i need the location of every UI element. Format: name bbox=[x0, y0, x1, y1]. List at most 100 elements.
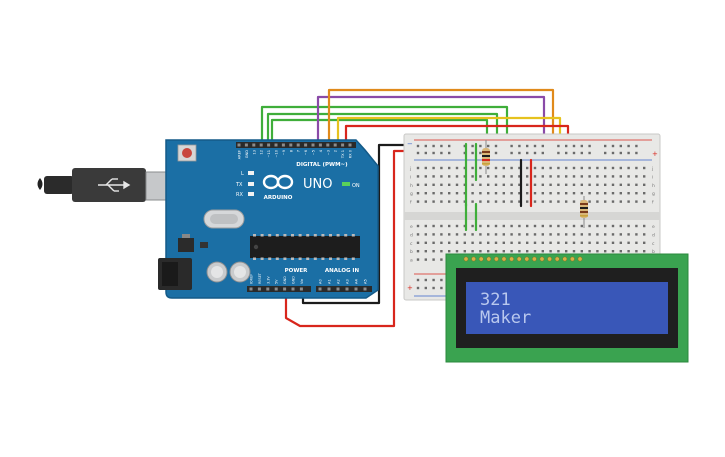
digital-pin-hole[interactable] bbox=[333, 143, 337, 147]
lcd-pin[interactable] bbox=[562, 256, 568, 262]
digital-pin-hole[interactable] bbox=[252, 143, 256, 147]
usb-cable-end bbox=[37, 178, 43, 190]
regulator-tab bbox=[182, 234, 190, 238]
row-letter: d bbox=[410, 232, 413, 238]
resistor-1[interactable] bbox=[482, 140, 490, 174]
power-pin-hole[interactable] bbox=[274, 287, 278, 291]
digital-pin-hole[interactable] bbox=[244, 143, 248, 147]
digital-pin-hole[interactable] bbox=[281, 143, 285, 147]
lcd-pin[interactable] bbox=[547, 256, 552, 262]
power-pin-hole[interactable] bbox=[249, 287, 253, 291]
digital-pin-hole[interactable] bbox=[304, 143, 308, 147]
digital-pin-label: 4 bbox=[319, 149, 323, 152]
rail-plus-top: + bbox=[652, 150, 658, 158]
lcd-pin[interactable] bbox=[554, 256, 560, 262]
lcd-pin[interactable] bbox=[524, 256, 530, 262]
resistor-2[interactable] bbox=[580, 196, 588, 228]
lcd-screen bbox=[466, 282, 668, 334]
lcd-pin[interactable] bbox=[478, 256, 484, 262]
led-tx-label: TX bbox=[235, 182, 243, 188]
lcd-header-pins bbox=[463, 256, 583, 262]
lcd-pin[interactable] bbox=[471, 256, 476, 262]
usb-icon bbox=[98, 178, 131, 192]
digital-pin-hole[interactable] bbox=[237, 143, 241, 147]
lcd-pin[interactable] bbox=[539, 256, 545, 262]
digital-pin-hole[interactable] bbox=[326, 143, 330, 147]
lcd-pin[interactable] bbox=[494, 256, 499, 262]
digital-pin-hole[interactable] bbox=[341, 143, 345, 147]
digital-pin-hole[interactable] bbox=[318, 143, 322, 147]
chip-pins bbox=[253, 234, 355, 260]
digital-pin-label: AREF bbox=[238, 150, 242, 159]
led-tx bbox=[248, 182, 254, 186]
row-letter: i bbox=[410, 174, 411, 180]
analog-pin-label: A0 bbox=[319, 279, 323, 284]
analog-pin-hole[interactable] bbox=[336, 287, 340, 291]
analog-pin-hole[interactable] bbox=[345, 287, 349, 291]
wire-red-5v[interactable] bbox=[284, 149, 423, 328]
led-l bbox=[248, 171, 254, 175]
analog-pin-label: A4 bbox=[355, 279, 359, 284]
power-pin-hole[interactable] bbox=[291, 287, 295, 291]
row-letter: i bbox=[652, 174, 653, 180]
ic-socket bbox=[250, 236, 360, 258]
power-header-strip bbox=[247, 286, 311, 292]
analog-pin-label: A1 bbox=[328, 279, 332, 284]
power-header-label: POWER bbox=[285, 268, 309, 274]
voltage-regulator bbox=[178, 238, 194, 252]
usb-strain-relief bbox=[44, 176, 74, 194]
digital-pin-hole[interactable] bbox=[289, 143, 293, 147]
analog-pin-hole[interactable] bbox=[318, 287, 322, 291]
digital-pin-label: ~11 bbox=[267, 150, 271, 158]
lcd-pin[interactable] bbox=[577, 256, 583, 262]
led-l-label: L bbox=[241, 171, 244, 177]
rail-minus-top: − bbox=[407, 140, 413, 148]
analog-header-strip bbox=[316, 286, 372, 292]
digital-pin-label: ~9 bbox=[282, 149, 286, 155]
digital-pin-hole[interactable] bbox=[259, 143, 263, 147]
analog-pin-hole[interactable] bbox=[327, 287, 331, 291]
lcd-pin[interactable] bbox=[509, 256, 514, 262]
led-rx bbox=[248, 192, 254, 196]
rail-plus-bottom: + bbox=[407, 284, 413, 292]
breadboard-jumpers bbox=[464, 142, 533, 232]
lcd-pin[interactable] bbox=[501, 256, 507, 262]
lcd-line-1: 321 bbox=[480, 290, 511, 310]
digital-pin-label: TX 1 bbox=[341, 150, 345, 159]
analog-pin-hole[interactable] bbox=[363, 287, 367, 291]
digital-pin-hole[interactable] bbox=[348, 143, 352, 147]
row-letter: h bbox=[410, 183, 413, 189]
row-letter: h bbox=[652, 183, 655, 189]
power-pin-hole[interactable] bbox=[283, 287, 287, 291]
power-pin-hole[interactable] bbox=[266, 287, 270, 291]
led-rx-label: RX bbox=[236, 192, 243, 198]
digital-pin-hole[interactable] bbox=[296, 143, 300, 147]
row-letter: e bbox=[410, 225, 413, 230]
lcd-pin[interactable] bbox=[486, 256, 492, 262]
lcd-module[interactable]: 321 Maker bbox=[445, 253, 689, 363]
digital-pin-hole[interactable] bbox=[267, 143, 271, 147]
power-pin-hole[interactable] bbox=[299, 287, 303, 291]
digital-pin-label: 13 bbox=[252, 150, 256, 155]
digital-pin-hole[interactable] bbox=[311, 143, 315, 147]
on-led-label: ON bbox=[352, 183, 360, 189]
row-letter: j bbox=[409, 166, 411, 172]
atmega-chip bbox=[250, 234, 360, 260]
lcd-pin[interactable] bbox=[516, 256, 522, 262]
digital-pin-hole[interactable] bbox=[274, 143, 278, 147]
power-pin-hole[interactable] bbox=[257, 287, 261, 291]
row-letter: f bbox=[652, 200, 654, 206]
reset-button[interactable] bbox=[182, 148, 192, 158]
analog-pin-hole[interactable] bbox=[354, 287, 358, 291]
infinity-icon bbox=[262, 174, 294, 190]
lcd-pin[interactable] bbox=[570, 256, 575, 262]
lcd-pin[interactable] bbox=[463, 256, 469, 262]
usb-cable[interactable] bbox=[37, 168, 181, 202]
lcd-pin[interactable] bbox=[532, 256, 537, 262]
